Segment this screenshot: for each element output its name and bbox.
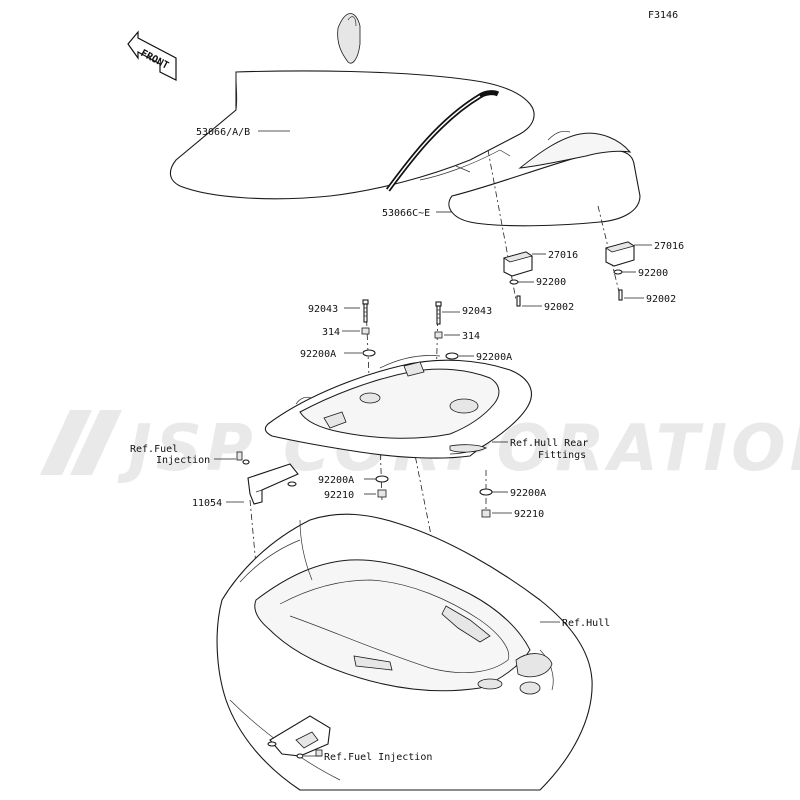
label-washer-left: 92200 (536, 277, 566, 288)
label-washer-a-lower-left: 92200A (318, 475, 354, 486)
fuel-injection-fastener-icon (236, 451, 243, 461)
label-ref-fuel-2: Injection (156, 455, 210, 466)
label-seat-rear: 53066C~E (382, 208, 430, 219)
label-bolt-left: 92002 (544, 302, 574, 313)
front-arrow-icon: FRONT (127, 30, 177, 81)
label-ref-hull-rear-1: Ref.Hull Rear (510, 438, 588, 449)
label-washer-a-upper-left: 92200A (300, 349, 336, 360)
bracket-shape (247, 463, 299, 505)
seat-rear-shape (448, 130, 641, 227)
seat-front-shape (169, 13, 535, 200)
label-bolt-right: 92002 (646, 294, 676, 305)
label-ref-fuel-bottom: Ref.Fuel Injection (324, 752, 432, 763)
stopper-right-shape (605, 241, 635, 267)
label-nut-lower-left: 92210 (324, 490, 354, 501)
nut-lower-right-icon (481, 509, 491, 518)
hull-rear-fittings-shape (264, 355, 532, 459)
label-nut-right: 314 (462, 331, 480, 342)
label-stud-left: 92043 (308, 304, 338, 315)
label-stud-right: 92043 (462, 306, 492, 317)
washer-a-upper-left-icon (362, 349, 376, 357)
label-bracket: 11054 (192, 498, 222, 509)
label-nut-left: 314 (322, 327, 340, 338)
label-washer-a-upper-right: 92200A (476, 352, 512, 363)
label-nut-lower-right: 92210 (514, 509, 544, 520)
stopper-left-shape (503, 251, 533, 277)
bolt-left-icon (516, 295, 521, 307)
bolt-right-icon (618, 289, 623, 301)
washer-a-lower-right-icon (479, 488, 493, 496)
hull-shape (216, 513, 593, 791)
diagram-code: F3146 (648, 10, 678, 21)
washer-right-icon (613, 269, 623, 275)
label-stopper-right: 27016 (654, 241, 684, 252)
washer-a-upper-right-icon (445, 352, 459, 360)
nut-right-icon (434, 331, 443, 339)
nut-lower-left-icon (377, 489, 387, 498)
stud-left-icon (362, 299, 369, 323)
fuel-injection-bracket-shape (267, 715, 331, 759)
nut-left-icon (361, 327, 370, 335)
label-washer-a-lower-right: 92200A (510, 488, 546, 499)
label-seat-front: 53066/A/B (196, 127, 250, 138)
washer-left-icon (509, 279, 519, 285)
label-stopper-left: 27016 (548, 250, 578, 261)
label-washer-right: 92200 (638, 268, 668, 279)
label-ref-hull-rear-2: Fittings (538, 450, 586, 461)
washer-a-lower-left-icon (375, 475, 389, 483)
label-ref-hull: Ref.Hull (562, 618, 610, 629)
label-ref-fuel-1: Ref.Fuel (130, 444, 178, 455)
stud-right-icon (435, 301, 442, 325)
